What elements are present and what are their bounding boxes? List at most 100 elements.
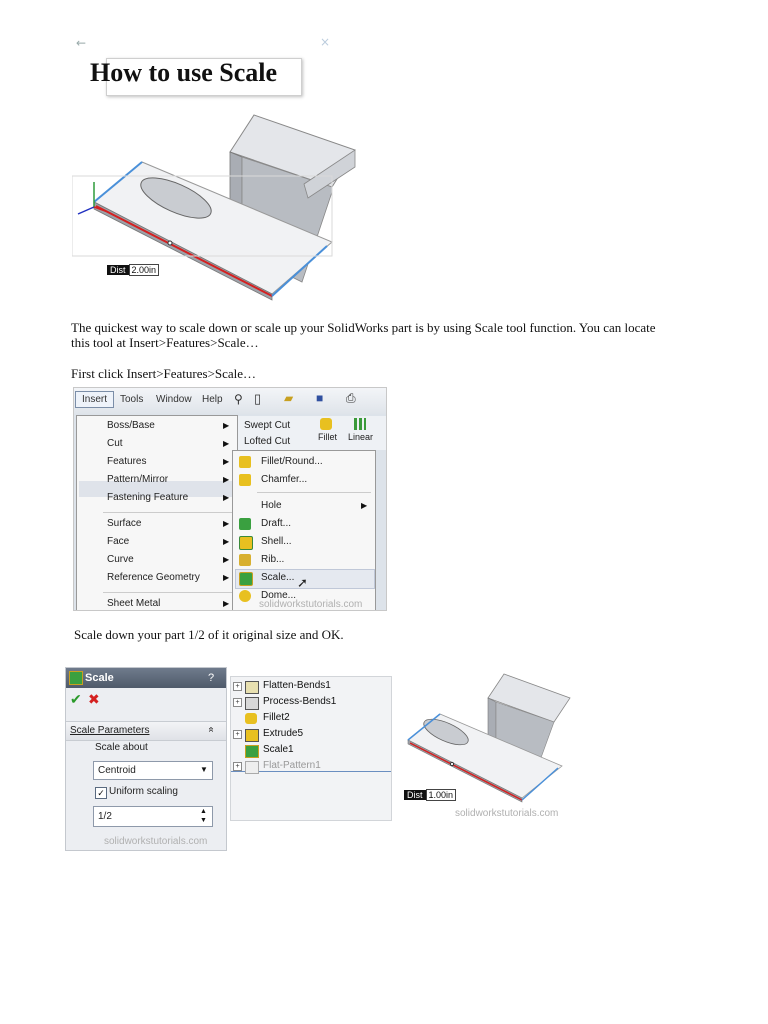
flat-pattern-icon [245,761,259,774]
tree-item-label: Flat-Pattern1 [263,760,321,771]
menu-item-fastening-feature[interactable]: Fastening Feature [107,492,189,503]
menu-window[interactable]: Window [156,394,192,405]
submenu-arrow-icon: ▶ [223,519,230,528]
submenu-item-chamfer[interactable]: Chamfer... [261,474,308,485]
dist-value: 2.00in [128,264,160,276]
process-bends-icon [245,697,259,710]
menu-item-boss-base[interactable]: Boss/Base [107,420,155,431]
collapse-icon[interactable]: « [205,726,217,733]
expand-icon[interactable]: + [233,730,242,739]
menu-separator [257,492,371,493]
uniform-scaling-checkbox[interactable]: ✓ [95,787,107,799]
feature-manager-tree: + Flatten-Bends1 + Process-Bends1 Fillet… [230,676,392,821]
part-figure-1 [71,112,362,302]
part-figure-2 [400,670,600,810]
open-folder-icon[interactable]: ▰ [284,391,294,405]
menu-help[interactable]: Help [202,394,223,405]
scale-icon [239,572,253,586]
features-submenu: Fillet/Round... Chamfer... Hole ▶ Draft.… [232,450,376,610]
extrude-icon [245,729,259,742]
menu-item-reference-geometry[interactable]: Reference Geometry [107,572,200,583]
expand-icon[interactable]: + [233,682,242,691]
submenu-item-dome[interactable]: Dome... [261,590,297,601]
submenu-item-hole[interactable]: Hole [261,500,282,511]
linear-pattern-tool[interactable]: Linear [348,432,374,442]
panel-title: Scale [85,672,114,684]
fillet-tool[interactable]: Fillet [318,432,338,442]
fillet-icon [239,456,251,468]
submenu-item-shell[interactable]: Shell... [261,536,292,547]
rollback-bar[interactable] [231,771,391,772]
menu-separator [103,592,233,593]
cancel-x-icon[interactable]: ✖ [88,693,100,708]
linear-pattern-icon [354,418,366,430]
submenu-arrow-icon: ▶ [361,501,368,510]
submenu-item-rib[interactable]: Rib... [261,554,285,565]
scale-about-label: Scale about [95,742,148,753]
submenu-arrow-icon: ▶ [223,599,230,608]
submenu-item-fillet-round[interactable]: Fillet/Round... [261,456,323,467]
menu-bar: Insert Tools Window Help ⚲ ▯ ▰ ■ ⎙ [74,388,386,414]
title-frame [106,58,302,96]
dist-label: Dist [107,265,129,275]
menu-tools[interactable]: Tools [120,394,144,405]
menu-item-cut[interactable]: Cut [107,438,123,449]
spinner-icon[interactable]: ▲▼ [200,807,207,824]
features-highlight [79,481,235,497]
submenu-arrow-icon: ▶ [223,421,230,430]
swept-cut-tool[interactable]: Swept Cut [244,420,291,431]
submenu-arrow-icon: ▶ [223,555,230,564]
watermark: solidworkstutorials.com [104,836,208,847]
tree-item-label: Process-Bends1 [263,696,337,707]
pin-icon[interactable]: ⚲ [234,392,243,406]
submenu-arrow-icon: ▶ [223,493,230,502]
close-icon[interactable]: × [320,35,331,49]
scale-property-panel: Scale ? ✔ ✖ Scale Parameters « Scale abo… [65,667,227,851]
section-title: Scale Parameters [70,725,150,736]
tree-item-label: Extrude5 [263,728,304,739]
submenu-arrow-icon: ▶ [223,439,230,448]
menu-item-pattern-mirror[interactable]: Pattern/Mirror [107,474,169,485]
instruction-paragraph: First click Insert>Features>Scale… [71,366,257,381]
scale-about-value: Centroid [98,765,136,776]
tree-item-label: Flatten-Bends1 [263,680,331,691]
scale-factor-value: 1/2 [98,811,112,822]
sheet-metal-part-icon [71,114,356,301]
features-toolbar: Swept Cut Lofted Cut Fillet Linear [232,416,386,450]
new-document-icon[interactable]: ▯ [254,391,262,406]
submenu-item-draft[interactable]: Draft... [261,518,292,529]
fillet-icon [320,418,332,430]
panel-title-bar: Scale ? [66,668,226,688]
back-arrow-icon[interactable]: ← [76,36,87,50]
expand-icon[interactable]: + [233,698,242,707]
scale-instruction-paragraph: Scale down your part 1/2 of it original … [74,627,344,642]
insert-dropdown-menu: Boss/Base ▶ Cut ▶ Features ▶ Pattern/Mirror… [76,415,238,610]
help-icon[interactable]: ? [208,672,215,684]
lofted-cut-tool[interactable]: Lofted Cut [244,436,291,447]
menu-insert[interactable]: Insert [75,391,115,408]
scale-icon [245,745,259,758]
tree-item-label: Scale1 [263,744,294,755]
menu-item-face[interactable]: Face [107,536,130,547]
sheet-metal-part-icon [407,673,571,803]
menu-item-features[interactable]: Features [107,456,147,467]
dist-label: Dist [404,790,426,800]
scale-factor-input[interactable]: 1/2 ▲▼ [93,806,213,827]
chamfer-icon [239,474,251,486]
expand-icon[interactable]: + [233,762,242,771]
menu-item-surface[interactable]: Surface [107,518,142,529]
submenu-arrow-icon: ▶ [223,457,230,466]
menu-item-curve[interactable]: Curve [107,554,134,565]
save-icon[interactable]: ■ [316,391,324,405]
submenu-item-scale[interactable]: Scale... [261,572,295,583]
menu-item-sheet-metal[interactable]: Sheet Metal [107,598,161,609]
scale-parameters-section[interactable]: Scale Parameters « [66,721,226,741]
mouse-cursor-icon: ➚ [297,575,308,590]
scale-about-select[interactable]: Centroid ▼ [93,761,213,780]
rib-icon [239,554,251,566]
print-icon[interactable]: ⎙ [346,391,356,405]
ok-checkmark-icon[interactable]: ✔ [70,693,82,708]
flatten-bends-icon [245,681,259,694]
